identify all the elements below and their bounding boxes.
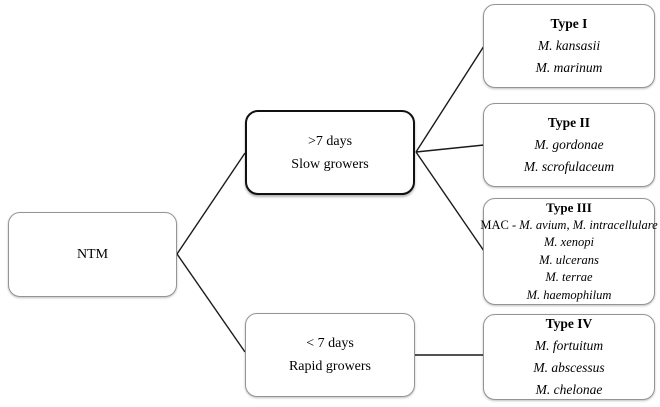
type-2-species: M. scrofulaceum [523,159,615,174]
type-4-species: M. abscessus [533,360,605,375]
edge-slow-to-type1 [415,45,485,153]
node-type-1: Type I M. kansasii M. marinum [483,4,655,88]
type-3-mac-row: MAC - M. avium, M. intracellulare [480,217,657,235]
type-3-title: Type III [546,199,592,215]
node-type-2: Type II M. gordonae M. scrofulaceum [483,103,655,187]
edge-slow-to-type2 [415,144,485,153]
edge-ntm-to-slow [176,152,246,255]
node-type-4: Type IV M. fortuitum M. abscessus M. che… [483,314,655,400]
node-ntm-label: NTM [76,246,109,262]
rapid-growers-label: Rapid growers [288,359,372,374]
node-type-3: Type III MAC - M. avium, M. intracellula… [480,198,658,305]
node-rapid-growers: < 7 days Rapid growers [245,313,415,397]
type-4-title: Type IV [545,316,593,331]
type-1-species: M. kansasii [537,38,601,53]
type-4-species: M. fortuitum [534,338,604,353]
type-1-title: Type I [550,16,588,31]
type-3-species: M. terrae [545,270,593,285]
node-slow-growers: >7 days Slow growers [245,110,415,195]
type-1-species: M. marinum [535,60,603,75]
type-3-species: M. xenopi [544,235,594,250]
slow-growers-label: Slow growers [291,156,369,172]
slow-growers-days: >7 days [307,133,353,149]
mac-prefix: MAC - [480,217,520,232]
type-2-species: M. gordonae [534,137,604,152]
type-3-species: M. ulcerans [539,252,599,267]
node-ntm: NTM [8,212,177,297]
mac-species: M. avium, M. intracellulare [519,217,658,232]
edge-ntm-to-rapid [176,253,246,353]
type-3-species: M. haemophilum [526,287,612,302]
rapid-growers-days: < 7 days [306,336,354,351]
type-4-species: M. chelonae [535,382,603,397]
edge-slow-to-type3 [415,151,485,252]
type-2-title: Type II [547,115,591,130]
